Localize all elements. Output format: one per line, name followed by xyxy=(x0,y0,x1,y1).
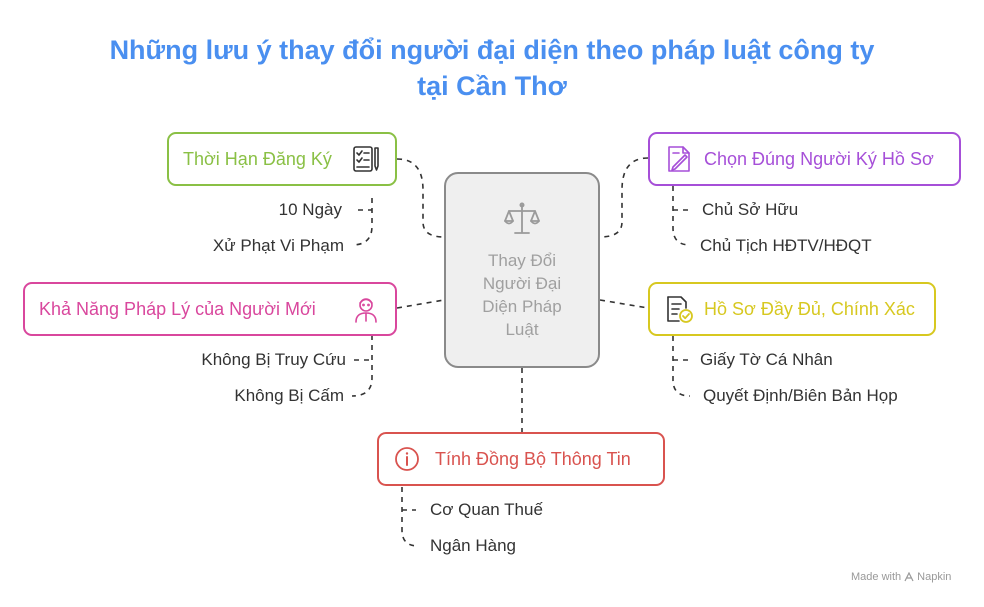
connector-capacity xyxy=(396,299,445,309)
diagram-title-line-2: tại Cần Thơ xyxy=(417,71,567,101)
branch-registration-deadline-label: Thời Hạn Đăng Ký xyxy=(183,148,332,169)
branch-legal-capacity: Khả Năng Pháp Lý của Người Mới xyxy=(23,282,397,336)
person-icon xyxy=(351,294,381,324)
leaf-not-prosecuted: Không Bị Truy Cứu xyxy=(201,350,346,369)
connector-deadline xyxy=(396,158,445,238)
central-topic: Thay Đổi Người Đại Diện Pháp Luật xyxy=(444,172,600,368)
leaf-not-banned: Không Bị Cấm xyxy=(234,386,344,405)
watermark-made-with: Made with xyxy=(851,571,902,583)
leaf-violation-penalty: Xử Phạt Vi Phạm xyxy=(212,236,344,255)
connector-signer xyxy=(599,157,649,238)
info-icon xyxy=(393,445,421,473)
napkin-logo-icon xyxy=(904,572,914,582)
branch-legal-capacity-label: Khả Năng Pháp Lý của Người Mới xyxy=(39,298,316,319)
branch-complete-dossier-label: Hồ Sơ Đầy Đủ, Chính Xác xyxy=(704,298,915,319)
leaf-decision-minutes: Quyết Định/Biên Bản Họp xyxy=(703,386,898,405)
connector-capacity-leaves xyxy=(351,335,373,397)
branch-information-sync-label: Tính Đồng Bộ Thông Tin xyxy=(435,448,631,469)
branch-complete-dossier: Hồ Sơ Đầy Đủ, Chính Xác xyxy=(648,282,936,336)
document-pen-icon xyxy=(664,144,694,174)
document-check-icon xyxy=(664,294,694,324)
leaf-owner: Chủ Sở Hữu xyxy=(702,200,799,219)
leaf-10-days: 10 Ngày xyxy=(278,200,342,219)
connector-sync-leaves xyxy=(401,487,419,547)
napkin-watermark: Made with Napkin xyxy=(851,571,951,583)
leaf-personal-documents: Giấy Tờ Cá Nhân xyxy=(700,350,833,369)
connector-dossier xyxy=(599,299,649,309)
branch-correct-signer-label: Chọn Đúng Người Ký Hồ Sơ xyxy=(704,148,934,169)
leaf-tax-authority: Cơ Quan Thuế xyxy=(430,500,543,519)
connector-deadline-leaves xyxy=(351,198,373,246)
diagram-title-line-1: Những lưu ý thay đổi người đại diện theo… xyxy=(109,35,875,65)
branch-registration-deadline: Thời Hạn Đăng Ký xyxy=(167,132,397,186)
watermark-brand: Napkin xyxy=(917,571,952,583)
branch-information-sync: Tính Đồng Bộ Thông Tin xyxy=(377,432,665,486)
leaf-bank: Ngân Hàng xyxy=(430,536,517,555)
checklist-pen-icon xyxy=(351,144,381,174)
branch-correct-signer: Chọn Đúng Người Ký Hồ Sơ xyxy=(648,132,961,186)
leaf-board-chairman: Chủ Tịch HĐTV/HĐQT xyxy=(700,236,872,255)
connector-signer-leaves xyxy=(672,186,691,246)
scales-icon xyxy=(504,202,540,234)
connector-dossier-leaves xyxy=(672,336,691,397)
central-topic-label: Thay Đổi Người Đại Diện Pháp Luật xyxy=(482,251,562,339)
